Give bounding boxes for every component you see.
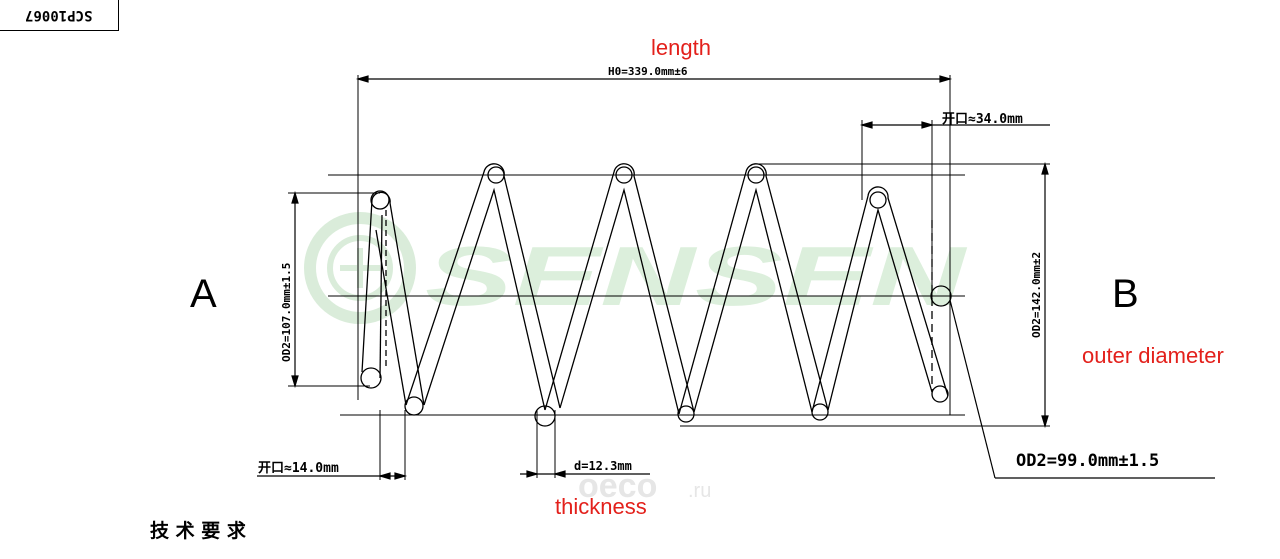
dim-wire-diameter: d=12.3mm	[574, 459, 632, 473]
label-outer-diameter: outer diameter	[1082, 343, 1224, 368]
end-label-a: A	[190, 272, 217, 316]
label-thickness: thickness	[555, 494, 647, 519]
dim-gap-top: 开口≈34.0mm	[942, 112, 1023, 127]
part-number-box: SCP10067	[0, 0, 119, 31]
label-length: length	[651, 35, 711, 60]
tech-requirements-heading: 技 术 要 求	[150, 520, 246, 542]
spring-coils	[360, 163, 952, 427]
dim-od-right: OD2=142.0mm±2	[1030, 251, 1043, 338]
svg-text:.ru: .ru	[688, 480, 711, 502]
watermark-site: oeco .ru	[578, 467, 711, 505]
construction-lines	[288, 75, 1050, 480]
part-number: SCP10067	[25, 7, 93, 23]
end-label-b: B	[1112, 272, 1139, 316]
dim-free-length: H0=339.0mm±6	[608, 65, 688, 78]
svg-text:oeco: oeco	[578, 467, 657, 505]
dim-od-left: OD2=107.0mm±1.5	[280, 262, 293, 362]
dim-gap-bottom: 开口≈14.0mm	[258, 461, 339, 476]
dim-od-bottom: OD2=99.0mm±1.5	[1016, 451, 1160, 471]
dimension-lines	[257, 75, 1215, 480]
watermark-logo	[304, 212, 416, 324]
watermark-brand: SENSEN	[425, 229, 969, 323]
